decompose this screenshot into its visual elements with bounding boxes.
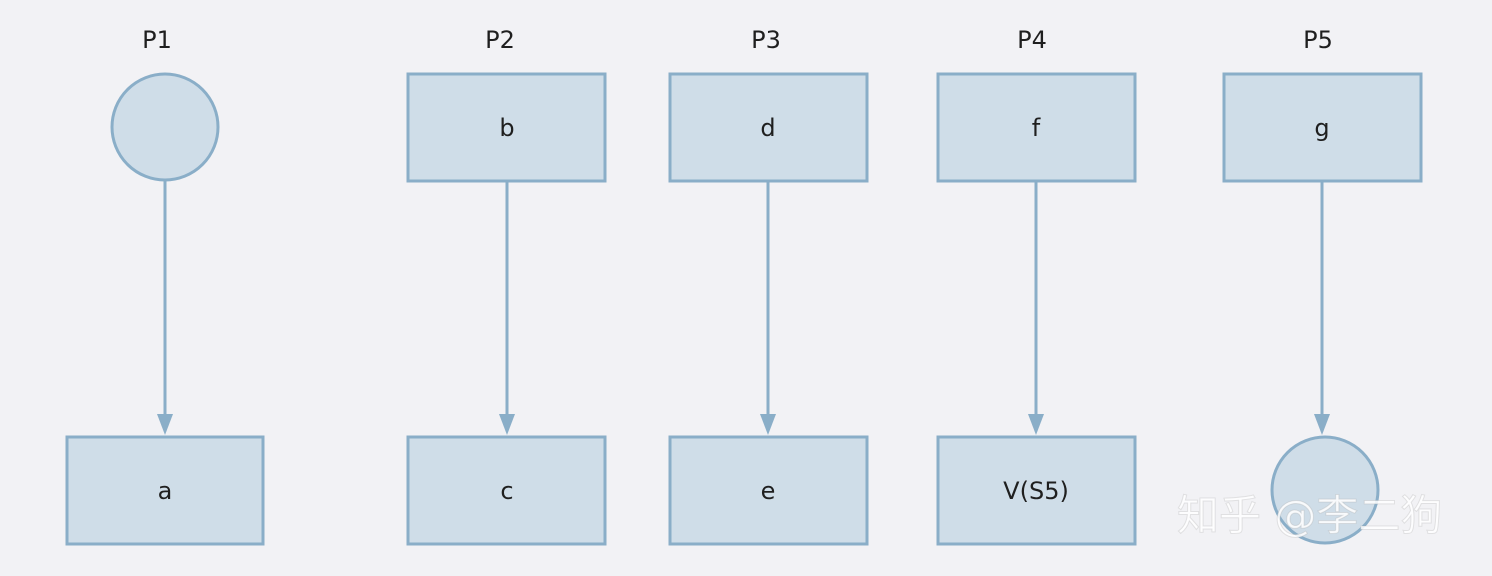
- p2-top-node-label: b: [499, 114, 514, 142]
- column-label-p4: P4: [1017, 26, 1047, 54]
- column-label-p3: P3: [751, 26, 781, 54]
- column-label-p1: P1: [142, 26, 172, 54]
- column-p1: P1 a: [65, 26, 265, 546]
- column-p4: P4 f V(S5): [936, 26, 1137, 546]
- p1-arrow-head: [157, 414, 173, 435]
- p2-bottom-node-label: c: [500, 477, 513, 505]
- p3-top-node: [668, 72, 869, 183]
- p3-bottom-node: [668, 435, 869, 546]
- p4-top-node-label: f: [1032, 114, 1041, 142]
- p4-arrow-head: [1028, 414, 1044, 435]
- p3-arrow-head: [760, 414, 776, 435]
- p5-bottom-circle-node: [1270, 435, 1380, 545]
- column-label-p2: P2: [485, 26, 515, 54]
- p5-top-node-label: g: [1314, 114, 1329, 142]
- column-label-p5: P5: [1303, 26, 1333, 54]
- p1-top-circle-node: [110, 72, 220, 182]
- p3-top-node-label: d: [760, 114, 775, 142]
- column-p3: P3 d e: [668, 26, 869, 546]
- p2-bottom-node: [406, 435, 607, 546]
- p3-bottom-node-label: e: [761, 477, 776, 505]
- p1-bottom-node: [65, 435, 265, 546]
- p4-bottom-node-label: V(S5): [1003, 477, 1069, 505]
- p2-arrow-head: [499, 414, 515, 435]
- watermark-text: 知乎 @李二狗: [1177, 491, 1442, 540]
- p1-bottom-node-label: a: [158, 477, 173, 505]
- column-p2: P2 b c: [406, 26, 607, 546]
- column-p5: P5 g: [1222, 26, 1423, 545]
- p5-top-node: [1222, 72, 1423, 183]
- p2-top-node: [406, 72, 607, 183]
- p5-arrow-head: [1314, 414, 1330, 435]
- p4-bottom-node: [936, 435, 1137, 546]
